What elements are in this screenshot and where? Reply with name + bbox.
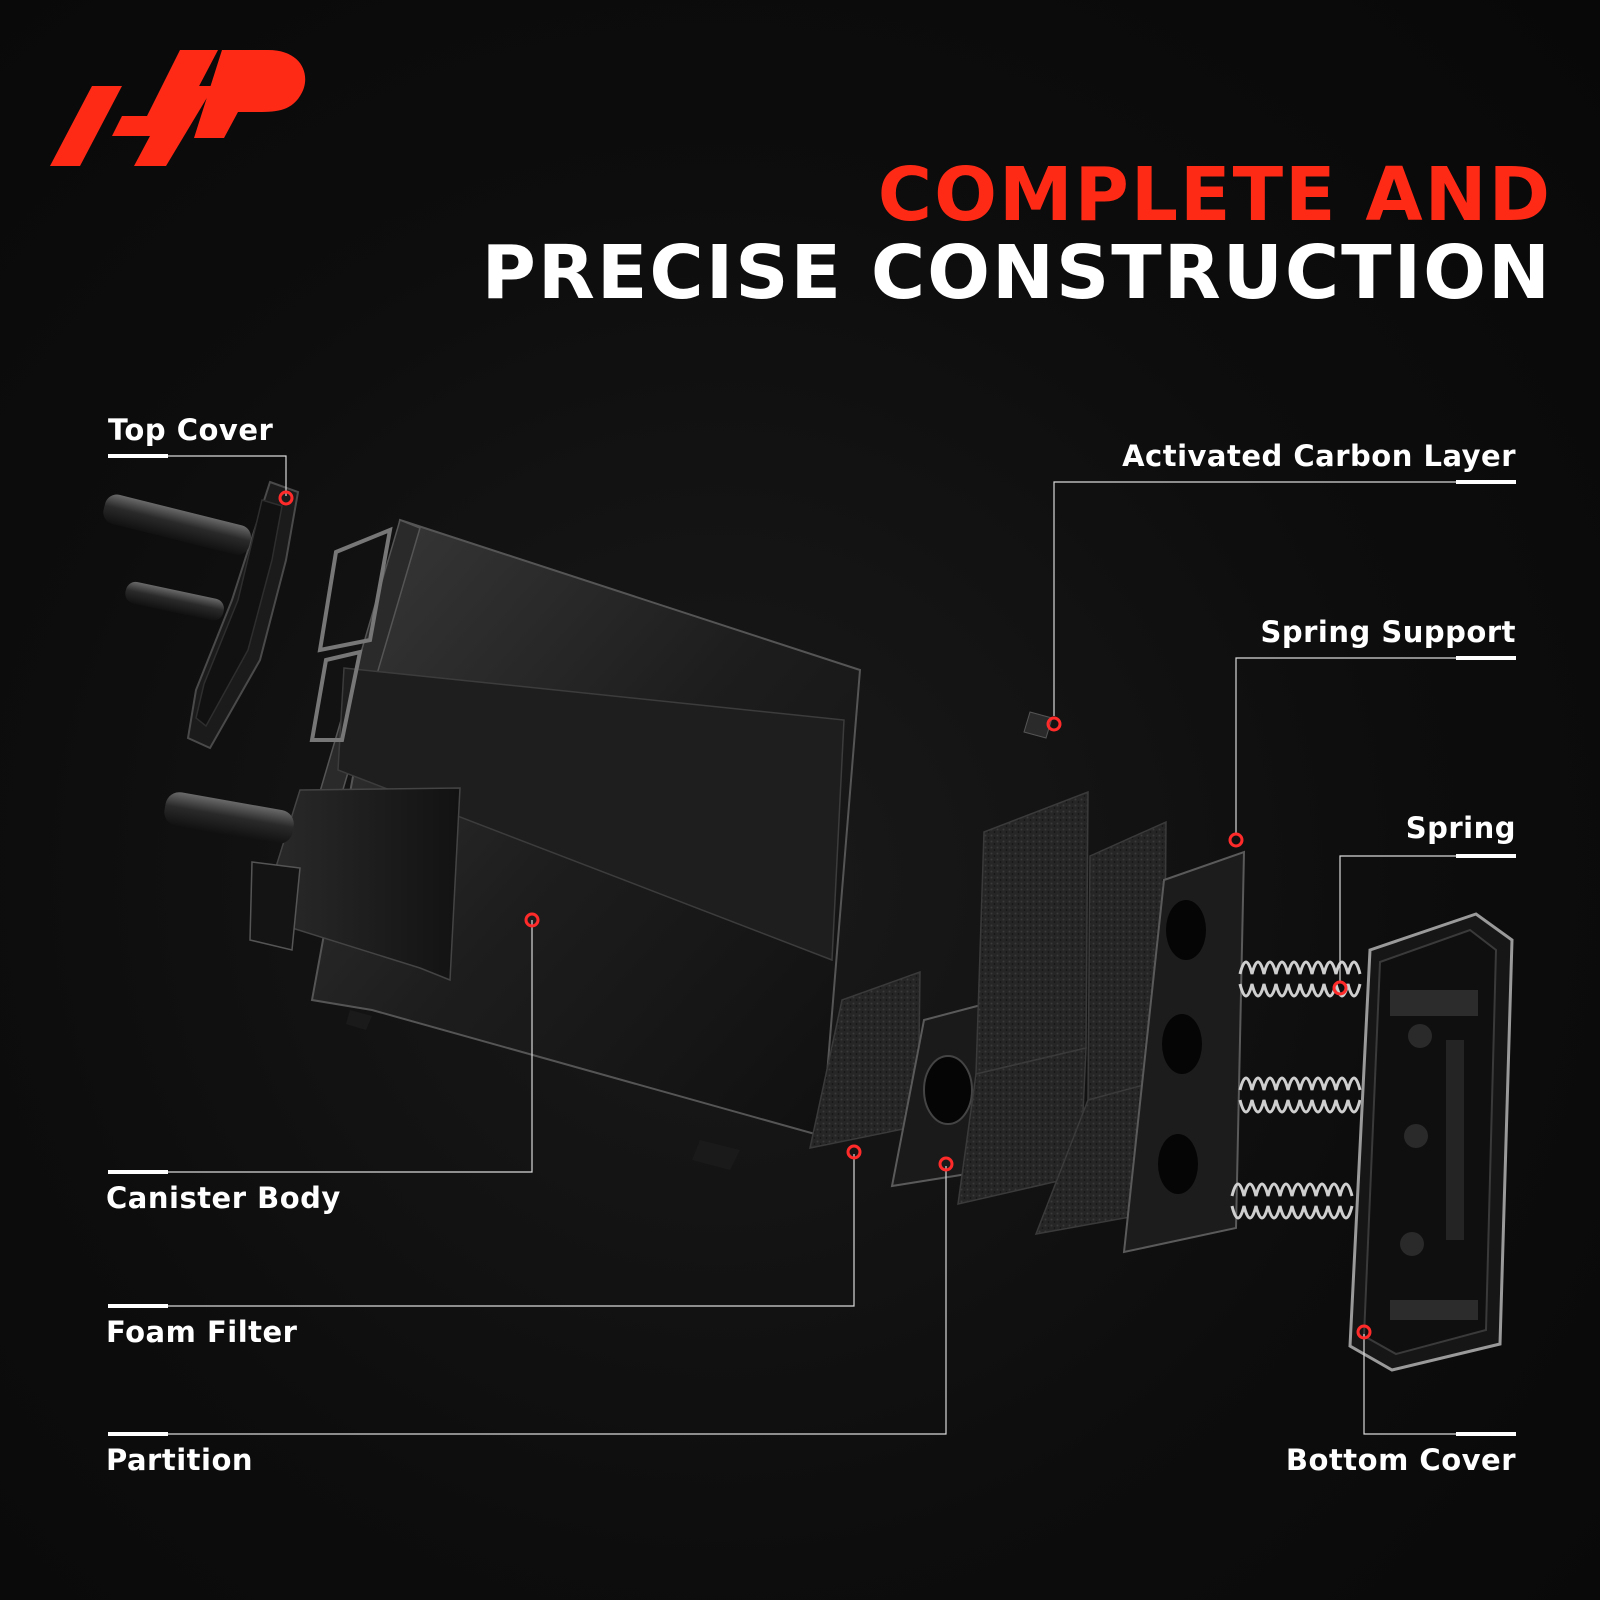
label-partition: Partition xyxy=(106,1443,254,1477)
canister-body-hotspot[interactable] xyxy=(524,912,540,928)
ap-logo-icon xyxy=(50,50,306,166)
activated-carbon-layer-part xyxy=(1023,711,1053,739)
headline-line-1: COMPLETE AND xyxy=(877,152,1552,238)
top-cover-hotspot[interactable] xyxy=(278,490,294,506)
spring-part xyxy=(1230,960,1362,1220)
label-foam-filter: Foam Filter xyxy=(106,1315,298,1349)
spring-hotspot[interactable] xyxy=(1332,980,1348,996)
label-spring: Spring xyxy=(1405,811,1516,845)
top-cover-part xyxy=(103,480,300,750)
canister-body-part xyxy=(164,518,862,1170)
foam-filter-hotspot[interactable] xyxy=(846,1144,862,1160)
label-bottom-cover: Bottom Cover xyxy=(1285,1443,1516,1477)
label-canister-body: Canister Body xyxy=(106,1181,341,1215)
partition-hotspot[interactable] xyxy=(938,1156,954,1172)
spring-support-part xyxy=(1122,850,1246,1254)
headline-line-2: PRECISE CONSTRUCTION xyxy=(481,230,1552,316)
label-spring-support: Spring Support xyxy=(1260,615,1516,649)
foam-blocks-part xyxy=(957,790,1167,1235)
label-activated-carbon-layer: Activated Carbon Layer xyxy=(1122,439,1516,473)
bottom-cover-hotspot[interactable] xyxy=(1356,1324,1372,1340)
activated-carbon-layer-hotspot[interactable] xyxy=(1046,716,1062,732)
label-top-cover: Top Cover xyxy=(108,413,274,447)
bottom-cover-part xyxy=(1348,912,1514,1372)
callout-lines xyxy=(108,454,1516,1436)
spring-support-hotspot[interactable] xyxy=(1228,832,1244,848)
